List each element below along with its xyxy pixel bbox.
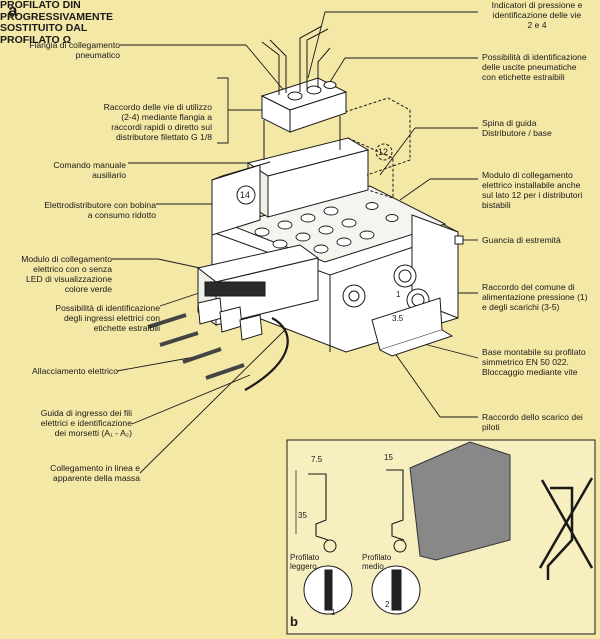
callout-wire-guide: Guida di ingresso dei fili elettrici e i…: [40, 408, 132, 438]
callout-electrical-connection: Allacciamento elettrico: [32, 366, 118, 376]
label-light-profile: Profilato leggero: [290, 553, 320, 571]
dim-35: 35: [298, 511, 307, 520]
thickness-1: 1: [331, 608, 336, 617]
callout-pilot-exhaust: Raccordo dello scarico dei piloti: [482, 412, 583, 432]
callout-end-plate: Guancia di estremità: [482, 235, 561, 245]
callout-pressure-indicators: Indicatori di pressione e identificazion…: [491, 0, 583, 30]
leader-lines: [112, 11, 479, 474]
callout-din-rail-mounting: Base montabile su profilato simmetrico E…: [482, 347, 586, 377]
guide-pins: [263, 116, 341, 160]
port-35-mark: 3.5: [392, 314, 404, 323]
callout-input-identification: Possibilità di identificazione degli ing…: [55, 303, 160, 333]
pneumatic-tubes: [261, 25, 331, 95]
pneumatic-flange: [260, 77, 348, 133]
callout-solenoid-valve: Elettrodistributore con bobina a consumo…: [44, 200, 156, 220]
callout-pneumatic-flange: Flangia di collegamento pneumatico: [29, 40, 120, 60]
ground-cable: [244, 317, 289, 391]
port-1-mark: 1: [396, 290, 401, 299]
solenoid-number-14: 14: [240, 190, 251, 200]
supply-fittings: [342, 264, 430, 312]
valve-number-12: 12: [378, 147, 389, 157]
omega-profile-sketch: [409, 441, 511, 561]
wire-plugs: [147, 313, 245, 380]
dim-7-5: 7.5: [311, 455, 323, 464]
din-profiles: [295, 469, 405, 541]
electrical-modules: [196, 244, 320, 326]
dim-15: 15: [384, 453, 393, 462]
inset-letter-b: b: [290, 614, 298, 629]
dashed-valve-12: [344, 97, 411, 176]
thickness-2: 2: [385, 600, 390, 609]
callout-output-labels: Possibilità di identificazione delle usc…: [482, 52, 587, 82]
inset-note: PROFILATO DIN PROGRESSIVAMENTE SOSTITUIT…: [0, 0, 113, 46]
figure-letter-a: a: [8, 1, 18, 20]
callout-manual-override: Comando manuale ausiliario: [53, 160, 126, 180]
callout-guide-pin: Spina di guida Distributore / base: [482, 118, 552, 138]
callout-output-port-connection: Raccordo delle vie di utilizzo (2-4) med…: [103, 102, 212, 142]
label-medium-profile: Profilato medio: [362, 553, 392, 571]
callout-electrical-module-side-12: Modulo di collegamento elettrico install…: [482, 170, 583, 210]
callout-supply-exhaust-fitting: Raccordo del comune di alimentazione pre…: [482, 282, 588, 312]
crossed-out-profile: [538, 477, 594, 580]
cross-sections: [303, 539, 421, 615]
din-rail: [371, 297, 454, 357]
terminal-pins: [197, 297, 263, 341]
callout-electrical-module: Modulo di collegamento elettrico con o s…: [21, 254, 112, 294]
solenoid-coil: [211, 161, 271, 236]
callout-ground-connection: Collegamento in linea e apparente della …: [50, 463, 140, 483]
